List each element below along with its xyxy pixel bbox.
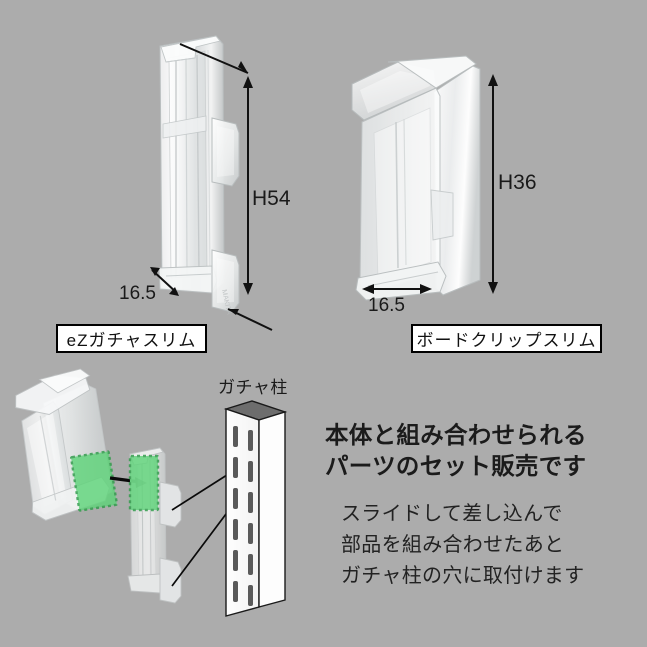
ez-gacha-slim-top-dim-line [179, 43, 249, 74]
product-label-ez-gacha-slim: eZガチャスリム [56, 324, 207, 353]
board-clip-slim-illustration [351, 55, 498, 301]
ez-gacha-slim-body [158, 35, 225, 294]
headline-line-1: 本体と組み合わせられる [325, 422, 587, 448]
copy-spacer [325, 482, 637, 499]
highlight-rail-connector[interactable] [128, 454, 160, 512]
body-line-3: ガチャ柱の穴に取付けます [341, 565, 585, 588]
gacha-post-label: ガチャ柱 [218, 378, 288, 397]
marketing-copy-block: 本体と組み合わせられる パーツのセット販売です スライドして差し込んで 部品を組… [325, 420, 637, 592]
product-figure-ez-gacha-slim: MAKITA [0, 0, 330, 331]
ez-gacha-slim-height-dim-line [243, 76, 253, 295]
ez-gacha-slim-height-label: H54 [252, 187, 291, 210]
ez-gacha-slim-upper-tab [211, 117, 240, 187]
product-label-board-clip-slim: ボードクリップスリム [411, 324, 602, 353]
ez-gacha-slim-bottom-dim-line [227, 308, 273, 331]
ez-gacha-slim-width-label: 16.5 [119, 283, 156, 304]
body-line-1: スライドして差し込んで [341, 503, 563, 526]
assembly-gacha-post [223, 400, 288, 617]
post-slot-column-left [233, 426, 238, 602]
board-clip-slim-height-dim-line [488, 74, 498, 294]
assembly-diagram: ガチャ柱 [0, 368, 320, 647]
ez-gacha-slim-illustration: MAKITA [150, 35, 273, 331]
highlight-clip-connector[interactable] [69, 450, 119, 512]
post-slot-column-right [248, 430, 253, 606]
ez-gacha-slim-width-dim-line [150, 267, 179, 296]
board-clip-slim-width-label: 16.5 [368, 295, 405, 316]
body-line-2: 部品を組み合わせたあと [341, 534, 565, 557]
assembly-illustration [15, 368, 288, 617]
board-clip-slim-height-label: H36 [498, 171, 537, 194]
headline-line-2: パーツのセット販売です [325, 453, 587, 480]
board-clip-slim-body [351, 55, 481, 301]
product-figure-board-clip-slim: H36 16.5 [330, 0, 647, 318]
ez-gacha-slim-lower-tab: MAKITA [211, 249, 240, 316]
board-clip-slim-width-dim-line [362, 284, 432, 294]
